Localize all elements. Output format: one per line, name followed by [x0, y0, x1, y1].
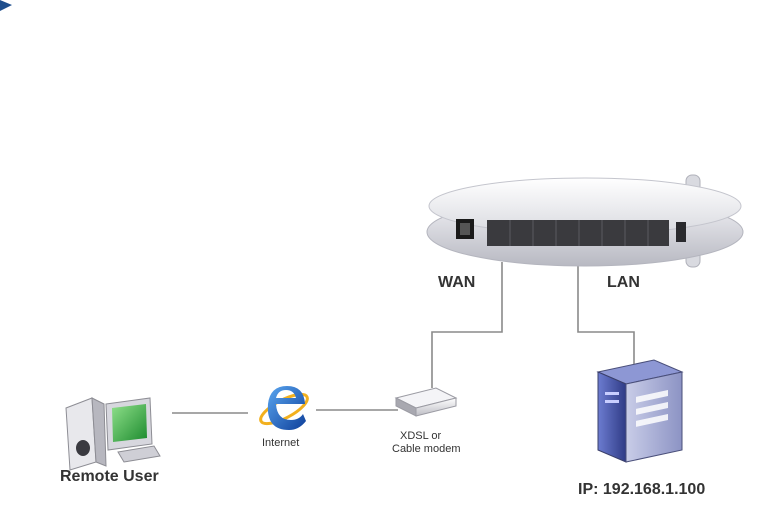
- internet-label: Internet: [262, 437, 299, 450]
- modem-label-line2: Cable modem: [392, 443, 460, 456]
- lan-label: LAN: [607, 274, 640, 292]
- modem-icon: [396, 388, 456, 416]
- remote-user-label: Remote User: [60, 468, 159, 486]
- remote-user-computer-icon: [66, 398, 160, 470]
- router-icon: [427, 175, 743, 267]
- internet-explorer-icon: [257, 386, 311, 430]
- arrow-marker-icon: [0, 0, 12, 11]
- connection-lines: [172, 262, 634, 413]
- modem-label-line1: XDSL or: [400, 430, 441, 443]
- server-ip-label: IP: 192.168.1.100: [578, 481, 705, 499]
- wan-label: WAN: [438, 274, 475, 292]
- server-icon: [598, 360, 682, 462]
